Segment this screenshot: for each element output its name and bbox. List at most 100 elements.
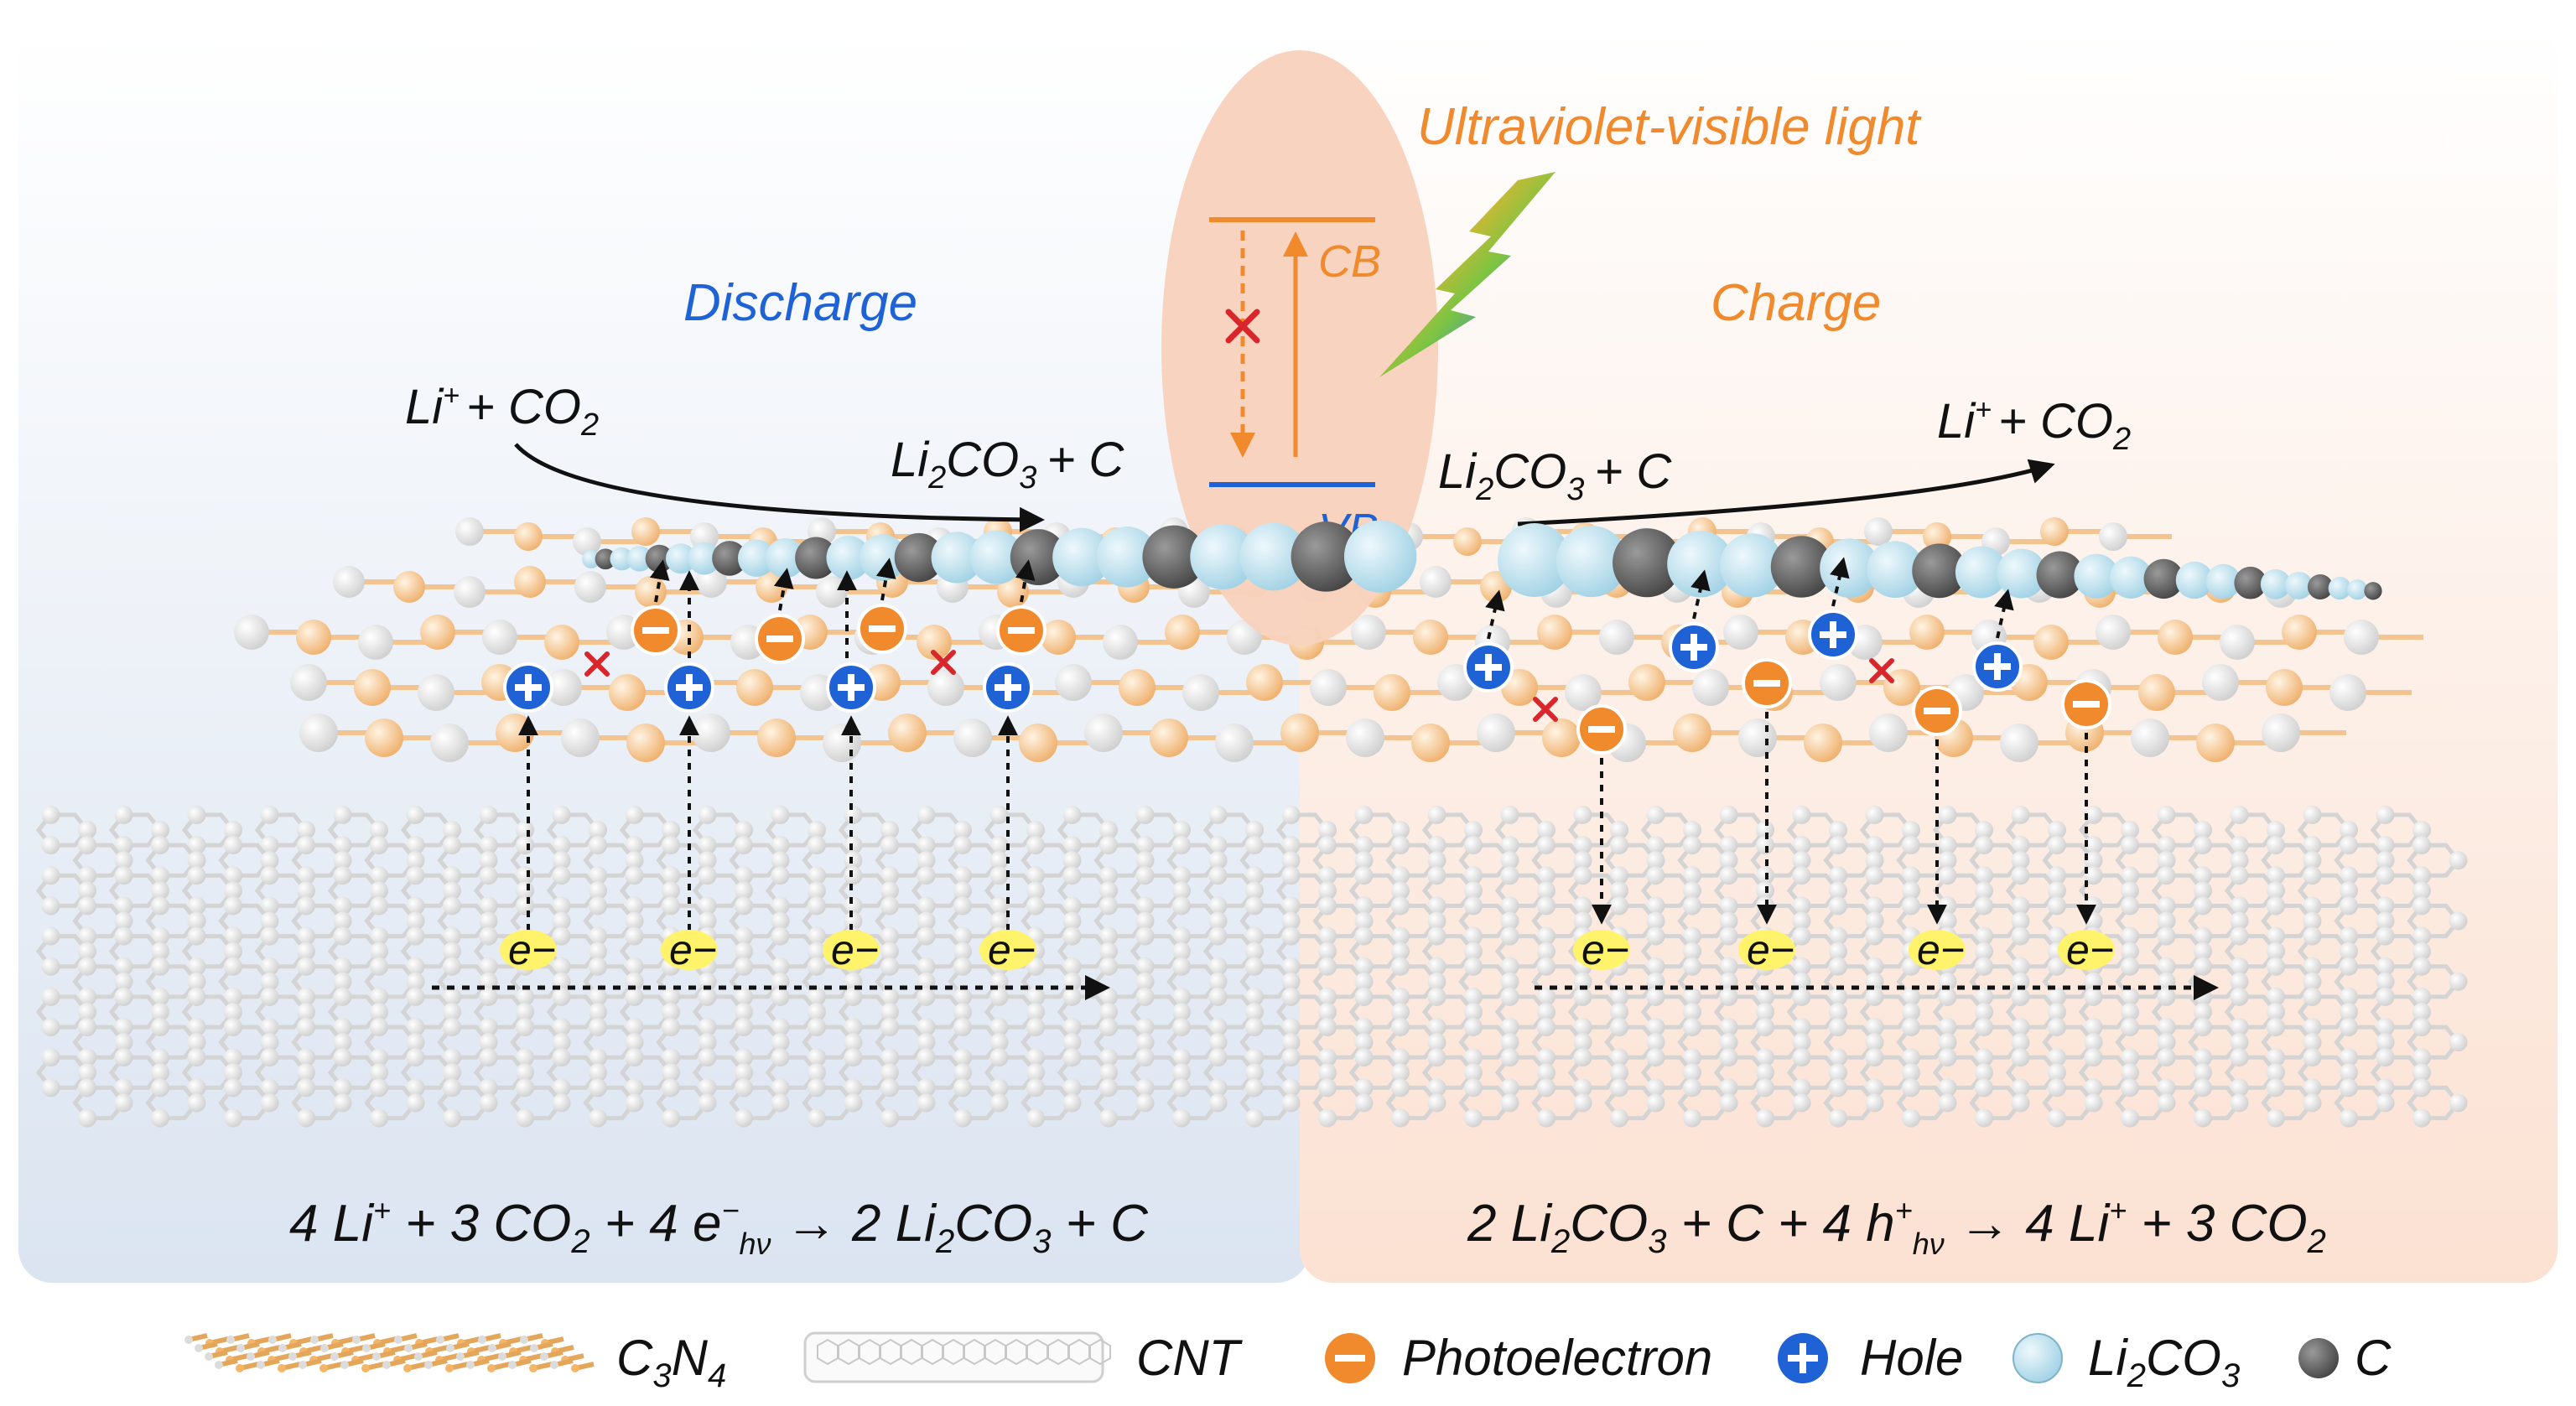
hole-plus-icon: [826, 662, 876, 713]
li2co3-sphere-icon: [826, 535, 871, 580]
carbon-sphere-icon: [712, 541, 747, 576]
legend-cnt-swatch: [803, 1331, 1111, 1383]
hole-plus-icon: [983, 662, 1033, 713]
li2co3-sphere-icon: [1239, 522, 1308, 591]
photoelectron-minus-icon: [1912, 686, 1962, 736]
electron-label: e−: [669, 926, 717, 973]
photoelectron-minus-icon: [1742, 658, 1792, 708]
blocked-x-icon: [931, 650, 956, 675]
blocked-x-icon: [1869, 658, 1894, 683]
carbon-sphere-icon: [595, 548, 616, 570]
charge-equation: 2 Li2CO3 + C + 4 h+hν → 4 Li+ + 3 CO2: [1467, 1193, 2326, 1261]
carbon-sphere-icon: [1912, 543, 1967, 599]
li2co3-sphere-icon: [1867, 541, 1924, 599]
blocked-x-icon: [1533, 697, 1558, 722]
discharge-reaction-arrow: [514, 443, 1045, 532]
lightning-bolt-icon: [1379, 172, 1555, 377]
carbon-sphere-icon: [1291, 521, 1362, 592]
li2co3-sphere-icon: [1190, 524, 1256, 590]
charge-product: Li++ CO2: [1937, 394, 2131, 457]
carbon-sphere-icon: [1770, 536, 1833, 598]
li2co3-sphere-icon: [1955, 546, 2007, 599]
legend: C3N4 CNT Photoelectron Hole Li2CO3 C: [184, 1330, 2392, 1394]
li2co3-sphere-icon: [665, 543, 696, 574]
li2co3-sphere-icon: [931, 532, 983, 584]
li2co3-sphere-icon: [1498, 523, 1571, 597]
li2co3-sphere-icon: [1052, 527, 1111, 587]
li2co3-sphere-icon: [582, 549, 600, 568]
photoelectron-minus-icon: [1576, 704, 1627, 755]
li2co3-sphere-icon: [1720, 533, 1784, 598]
hole-plus-icon: [503, 662, 553, 713]
li2co3-sphere-icon: [969, 530, 1024, 584]
li2co3-sphere-icon: [2175, 561, 2214, 599]
legend-carbon-label: C: [2355, 1330, 2392, 1386]
hole-plus-icon: [1669, 622, 1719, 672]
legend-hole-icon: [1778, 1333, 1828, 1383]
carbon-sphere-icon: [2307, 574, 2333, 599]
li2co3-sphere-icon: [1096, 527, 1158, 588]
li2co3-sphere-icon: [737, 539, 776, 577]
blocked-x-icon: [584, 651, 610, 677]
carbon-sphere-icon: [1142, 525, 1206, 589]
discharge-product: Li2CO3+ C: [891, 433, 1124, 495]
photoelectron-minus-icon: [631, 605, 681, 656]
li2co3-sphere-icon: [610, 547, 634, 571]
li2co3-sphere-icon: [2205, 563, 2241, 599]
electron-label: e−: [1581, 926, 1629, 973]
li2co3-sphere-icon: [626, 546, 652, 572]
photoelectron-minus-icon: [996, 605, 1046, 656]
legend-photoelectron-label: Photoelectron: [1402, 1330, 1712, 1386]
electron-label: e−: [2066, 926, 2114, 973]
li2co3-sphere-icon: [2110, 556, 2153, 599]
cb-label: CB: [1318, 236, 1381, 287]
blocked-x-icon: [1225, 309, 1260, 344]
legend-c3n4-label: C3N4: [616, 1330, 726, 1394]
li2co3-sphere-icon: [1667, 531, 1734, 598]
carbon-sphere-icon: [894, 532, 944, 583]
discharge-heading: Discharge: [683, 274, 917, 332]
carbon-sphere-icon: [1613, 528, 1682, 598]
legend-c3n4-swatch: [184, 1333, 595, 1372]
li2co3-sphere-icon: [2260, 568, 2291, 599]
photocatalyst-band-oval: [1161, 50, 1438, 646]
legend-photoelectron-icon: [1325, 1333, 1375, 1383]
hole-plus-icon: [1972, 641, 2023, 692]
hole-plus-icon: [1808, 610, 1858, 660]
cnt-lattice: [35, 805, 2468, 1128]
electron-label: e−: [988, 926, 1036, 973]
charge-reaction-arrow: [1517, 459, 2055, 527]
li2co3-sphere-icon: [2285, 571, 2313, 599]
charge-heading: Charge: [1711, 274, 1881, 332]
charge-reactant: Li2CO3+ C: [1438, 444, 1672, 507]
product-chains: [582, 520, 2382, 600]
li2co3-sphere-icon: [2347, 579, 2368, 600]
discharge-equation: 4 Li+ + 3 CO2 + 4 e−hν → 2 Li2CO3 + C: [289, 1193, 1149, 1261]
legend-hole-label: Hole: [1860, 1330, 1963, 1386]
electron-label: e−: [1747, 926, 1794, 973]
carbon-sphere-icon: [2364, 582, 2382, 600]
electron-label: e−: [508, 926, 556, 973]
li2co3-sphere-icon: [1555, 526, 1628, 598]
li2co3-sphere-icon: [1343, 520, 1417, 593]
photoelectron-minus-icon: [755, 614, 805, 664]
carbon-sphere-icon: [2234, 566, 2267, 599]
carbon-sphere-icon: [2143, 558, 2184, 599]
carbon-sphere-icon: [2036, 551, 2084, 599]
legend-li2co3-label: Li2CO3: [2088, 1330, 2240, 1394]
carbon-sphere-icon: [795, 537, 838, 579]
li2co3-sphere-icon: [2328, 577, 2351, 600]
electron-label: e−: [831, 926, 879, 973]
li2co3-sphere-icon: [2074, 553, 2119, 599]
carriers: e−e−e−e−e−e−e−e−: [500, 557, 2115, 973]
hole-plus-icon: [664, 662, 714, 713]
legend-carbon-icon: [2298, 1338, 2339, 1378]
li2co3-sphere-icon: [688, 542, 721, 575]
light-label: Ultraviolet-visible light: [1417, 98, 1922, 156]
li2co3-sphere-icon: [1997, 548, 2047, 599]
photoelectron-minus-icon: [857, 604, 907, 654]
legend-li2co3-icon: [2012, 1333, 2063, 1383]
legend-cnt-label: CNT: [1136, 1330, 1244, 1386]
photoelectron-minus-icon: [2061, 679, 2111, 729]
